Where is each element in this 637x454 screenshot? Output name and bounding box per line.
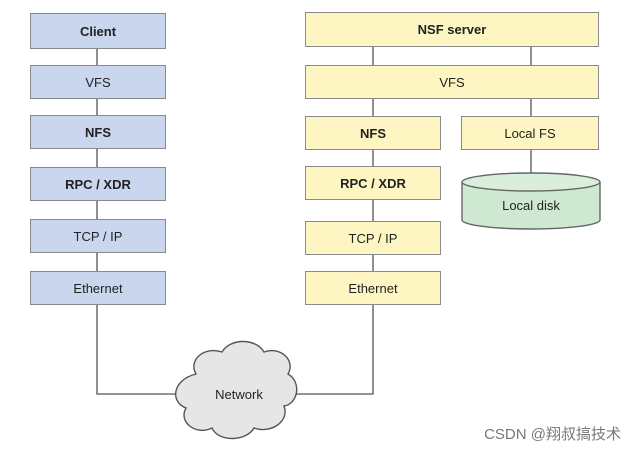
client-nfs-box: NFS xyxy=(30,115,166,149)
local-disk-label: Local disk xyxy=(502,198,560,213)
server-local-fs-box: Local FS xyxy=(461,116,599,150)
client-rpc-xdr-box: RPC / XDR xyxy=(30,167,166,201)
server-rpc-xdr-box: RPC / XDR xyxy=(305,166,441,200)
client-tcp-ip-box: TCP / IP xyxy=(30,219,166,253)
client-title-box: Client xyxy=(30,13,166,49)
server-title-box: NSF server xyxy=(305,12,599,47)
server-vfs-box: VFS xyxy=(305,65,599,99)
local-disk-cylinder xyxy=(461,172,601,230)
server-nfs-box: NFS xyxy=(305,116,441,150)
network-cloud xyxy=(175,340,298,440)
network-label: Network xyxy=(215,387,263,402)
client-ethernet-box: Ethernet xyxy=(30,271,166,305)
server-ethernet-box: Ethernet xyxy=(305,271,441,305)
client-vfs-box: VFS xyxy=(30,65,166,99)
server-tcp-ip-box: TCP / IP xyxy=(305,221,441,255)
watermark: CSDN @翔叔搞技术 xyxy=(484,426,621,443)
